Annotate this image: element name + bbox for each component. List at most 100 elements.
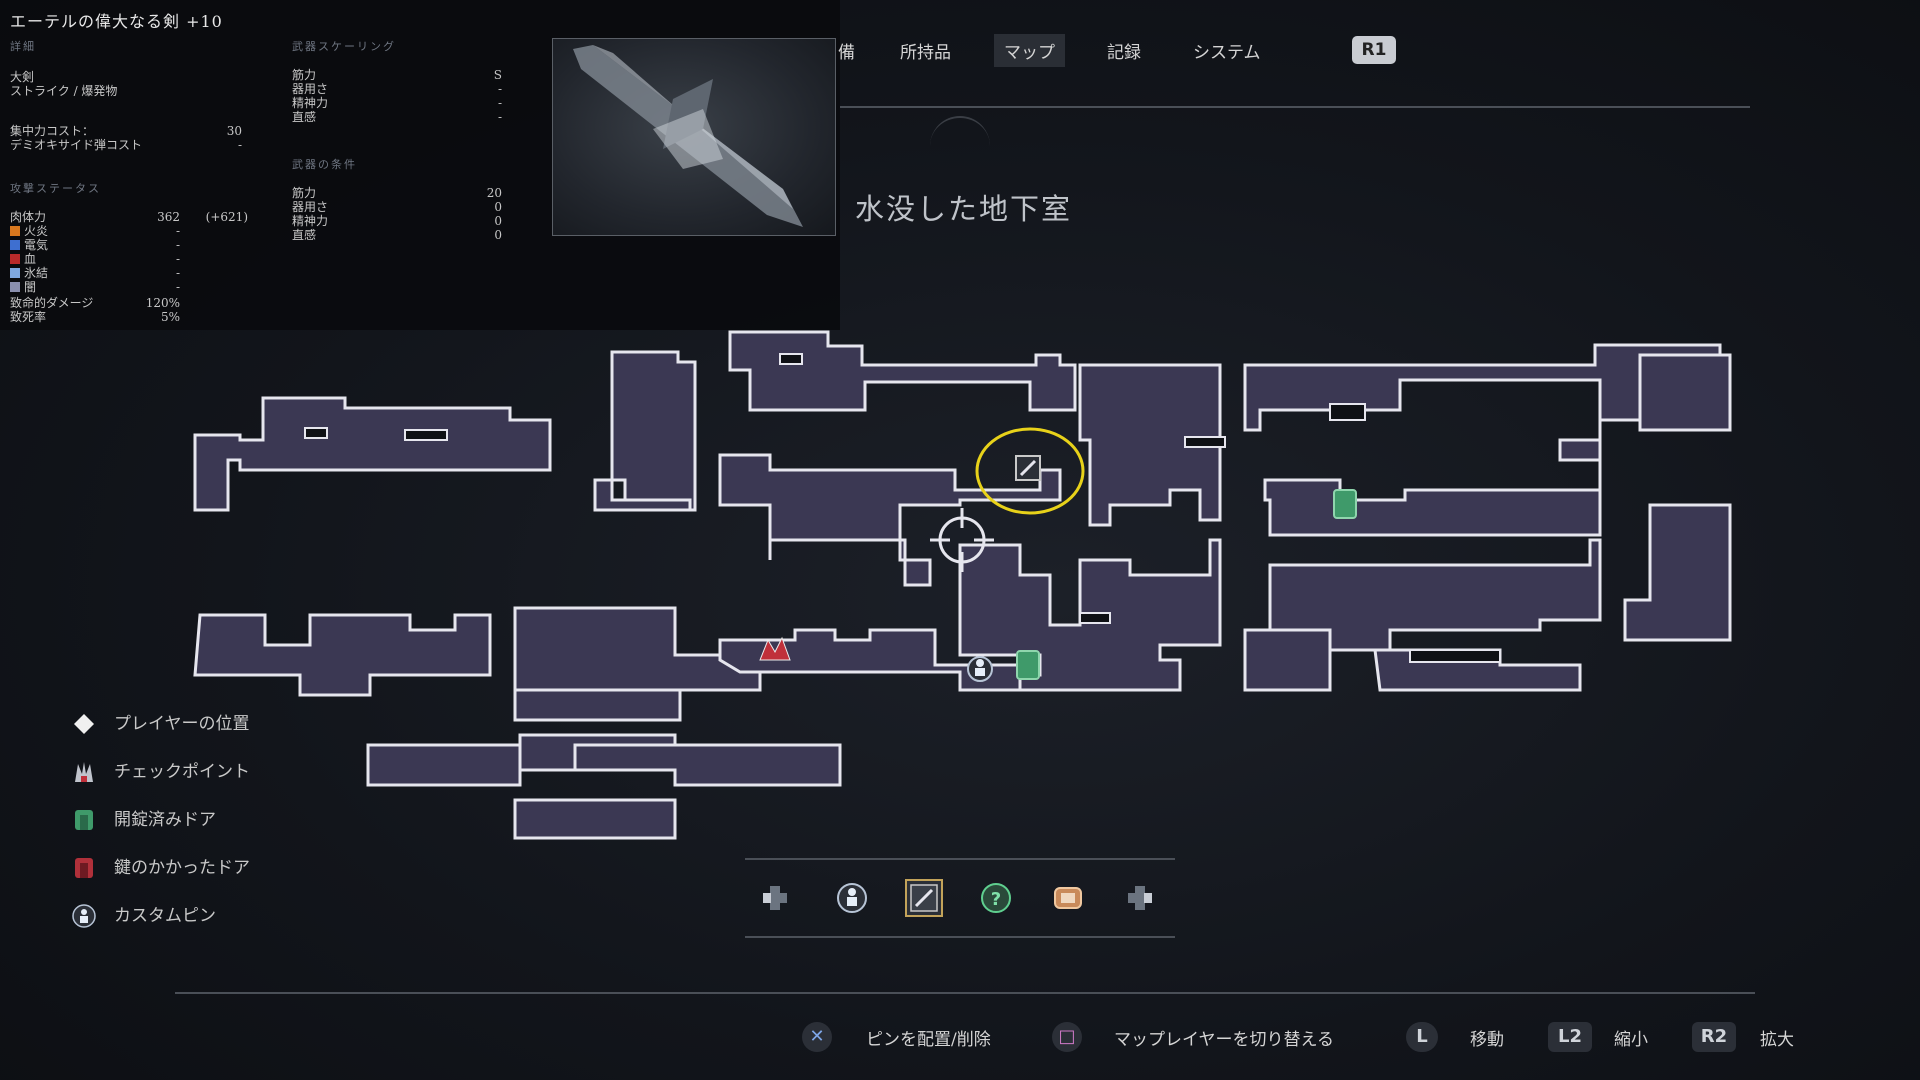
scaling-label: 直感 xyxy=(292,110,317,124)
ornament-flourish xyxy=(930,116,990,148)
legend-label: 鍵のかかったドア xyxy=(114,858,250,878)
zoom-out-prompt[interactable]: 縮小 xyxy=(1614,1030,1648,1050)
weapon-damage-type: ストライク / 爆発物 xyxy=(10,84,118,98)
r1-next-tab-button[interactable]: R1 xyxy=(1352,36,1396,64)
frost-icon xyxy=(10,268,20,278)
unlocked-door-icon xyxy=(75,810,93,830)
l2-button-icon: L2 xyxy=(1548,1022,1592,1052)
highlight-ring xyxy=(975,427,1085,515)
ammo-cost-row: デミオキサイド弾コスト - xyxy=(10,138,242,152)
attack-row-lethality: 致死率 5% xyxy=(10,310,180,324)
stat-label: 電気 xyxy=(24,238,49,252)
stat-value: - xyxy=(175,266,180,280)
scaling-value: - xyxy=(497,96,502,110)
stat-value: 5% xyxy=(160,310,180,324)
map-room xyxy=(513,688,682,722)
requirement-value: 20 xyxy=(486,186,502,200)
stat-label: 肉体力 xyxy=(10,210,47,224)
scaling-row: 器用さ - xyxy=(292,82,502,96)
stat-value: - xyxy=(175,238,180,252)
top-ornament-line xyxy=(840,106,1750,108)
blood-icon xyxy=(10,254,20,264)
details-heading: 詳細 xyxy=(10,40,36,53)
weapon-category: 大剣 xyxy=(10,70,35,84)
stat-label: 氷結 xyxy=(24,266,49,280)
focus-cost-row: 集中力コスト： 30 xyxy=(10,124,242,138)
fire-icon xyxy=(10,226,20,236)
requirement-row: 器用さ 0 xyxy=(292,200,502,214)
attack-row-electric: 電気 - xyxy=(10,238,180,252)
weapon-filter-icon[interactable] xyxy=(904,878,944,918)
scaling-label: 精神力 xyxy=(292,96,329,110)
scaling-heading: 武器スケーリング xyxy=(292,40,396,53)
scaling-value: - xyxy=(497,82,502,96)
requirement-value: 0 xyxy=(494,228,502,242)
filter-bar-bottom-line xyxy=(745,936,1175,938)
legend-label: カスタムピン xyxy=(114,906,216,926)
locked-door-icon xyxy=(75,858,93,878)
map-rooms xyxy=(193,330,1732,840)
dpad-left-icon[interactable] xyxy=(757,880,793,916)
map-room xyxy=(573,743,842,787)
map-room xyxy=(593,478,692,512)
r2-button-icon: R2 xyxy=(1692,1022,1736,1052)
custom-pin-icon[interactable] xyxy=(967,656,993,682)
requirement-label: 精神力 xyxy=(292,214,329,228)
unlocked-door-icon[interactable] xyxy=(1016,650,1040,680)
map-room xyxy=(1078,363,1222,527)
tab-map[interactable]: マップ xyxy=(994,34,1065,67)
tab-system[interactable]: システム xyxy=(1193,43,1261,63)
stat-label: 致命的ダメージ xyxy=(10,296,94,310)
legend-label: 開錠済みドア xyxy=(114,810,216,830)
requirement-row: 直感 0 xyxy=(292,228,502,242)
checkpoint-icon[interactable] xyxy=(759,636,791,661)
custom-pin-filter-icon[interactable] xyxy=(834,880,870,916)
player-position-icon xyxy=(74,714,94,734)
cross-button-icon: ✕ xyxy=(802,1022,832,1052)
switch-layer-prompt[interactable]: マップレイヤーを切り替える xyxy=(1114,1030,1334,1050)
zoom-in-prompt[interactable]: 拡大 xyxy=(1760,1030,1794,1050)
focus-cost-label: 集中力コスト： xyxy=(10,124,95,138)
requirement-label: 直感 xyxy=(292,228,317,242)
scaling-row: 直感 - xyxy=(292,110,502,124)
unlocked-door-icon[interactable] xyxy=(1333,489,1357,519)
question-filter-icon[interactable]: ? xyxy=(978,880,1014,916)
map-room xyxy=(610,350,697,512)
map-room xyxy=(718,628,1022,692)
tab-inventory[interactable]: 所持品 xyxy=(900,43,951,63)
player-position-icon[interactable] xyxy=(930,508,994,572)
place-pin-prompt[interactable]: ピンを配置/削除 xyxy=(866,1030,991,1050)
dpad-right-icon[interactable] xyxy=(1122,880,1158,916)
move-prompt[interactable]: 移動 xyxy=(1470,1030,1504,1050)
attack-row-blood: 血 - xyxy=(10,252,180,266)
left-stick-icon: L xyxy=(1406,1022,1438,1052)
map-room xyxy=(193,396,552,512)
stat-value: - xyxy=(175,280,180,294)
attack-row-physical: 肉体力 362 (+621) xyxy=(10,210,248,224)
requirements-heading: 武器の条件 xyxy=(292,158,357,171)
tab-records[interactable]: 記録 xyxy=(1107,43,1141,63)
sword-glyph xyxy=(1019,459,1037,477)
stat-label: 闇 xyxy=(24,280,37,294)
scaling-row: 筋力 S xyxy=(292,68,502,82)
tab-equipment[interactable]: 備 xyxy=(838,43,855,63)
map-room xyxy=(1263,420,1602,537)
attack-row-fire: 火炎 - xyxy=(10,224,180,238)
checkpoint-icon xyxy=(75,762,93,782)
bottom-ornament-line xyxy=(175,992,1755,994)
attack-row-crit-damage: 致命的ダメージ 120% xyxy=(10,296,180,310)
focus-cost-value: 30 xyxy=(226,124,242,138)
legend-label: チェックポイント xyxy=(114,762,250,782)
scaling-label: 筋力 xyxy=(292,68,317,82)
ammo-cost-label: デミオキサイド弾コスト xyxy=(10,138,143,152)
requirement-label: 器用さ xyxy=(292,200,329,214)
weapon-details-panel: エーテルの偉大なる剣 +10 詳細 大剣 ストライク / 爆発物 集中力コスト：… xyxy=(0,0,840,330)
square-button-icon: □ xyxy=(1052,1022,1082,1052)
filter-bar-top-line xyxy=(745,858,1175,860)
ammo-cost-value: - xyxy=(237,138,242,152)
map-room xyxy=(1243,628,1332,692)
stat-value: 362 xyxy=(157,210,180,224)
item-filter-icon[interactable] xyxy=(1050,880,1086,916)
